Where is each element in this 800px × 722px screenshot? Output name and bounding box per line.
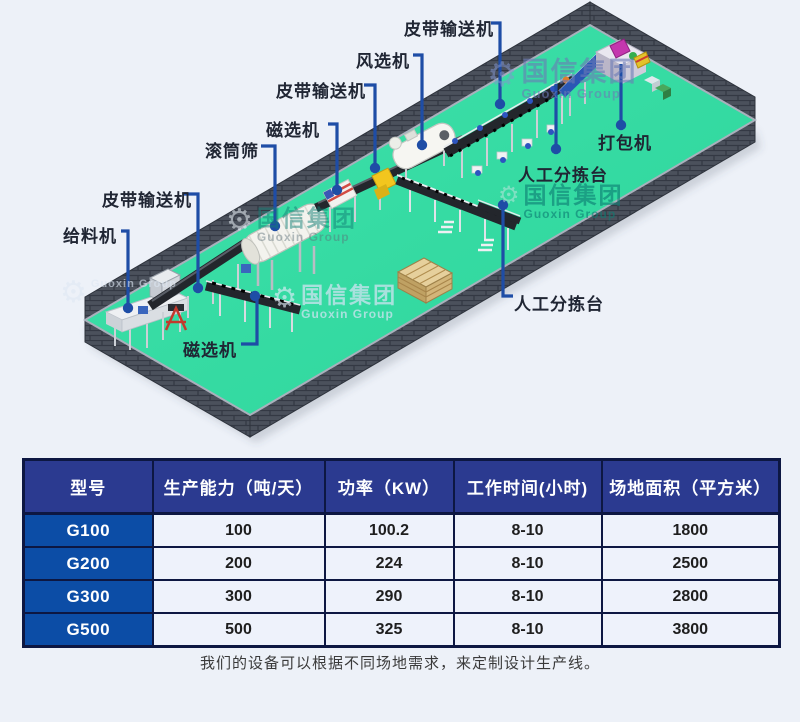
production-line-scene: ⚙ 国信集团 Guoxin Group ⚙ 国信集团 Guoxin Group …: [63, 1, 761, 443]
table-header-row: 型号 生产能力（吨/天） 功率（KW） 工作时间(小时) 场地面积（平方米）: [22, 458, 781, 515]
label-feeder: 给料机: [63, 227, 117, 246]
col-header-area: 场地面积（平方米）: [600, 458, 781, 515]
cell-model: G500: [22, 612, 154, 648]
cell-capacity: 300: [151, 579, 326, 614]
baler-machine: [558, 38, 671, 116]
table-row: G200 200 224 8-10 2500: [22, 546, 781, 581]
cell-model: G200: [22, 546, 154, 581]
col-header-power: 功率（KW）: [323, 458, 455, 515]
table-row: G100 100 100.2 8-10 1800: [22, 512, 781, 548]
production-line-illustration: [83, 1, 761, 443]
cell-hours: 8-10: [452, 512, 603, 548]
cell-capacity: 500: [151, 612, 326, 648]
label-manual-sorting-2: 人工分拣台: [514, 295, 604, 314]
label-baler: 打包机: [598, 134, 652, 153]
cell-model: G100: [22, 512, 154, 548]
label-manual-sorting-1: 人工分拣台: [518, 166, 608, 185]
cell-hours: 8-10: [452, 612, 603, 648]
cell-area: 3800: [600, 612, 781, 648]
manual-sorting-platform: [395, 174, 522, 252]
pallet-stack: [396, 257, 454, 304]
cell-area: 2800: [600, 579, 781, 614]
cell-area: 2500: [600, 546, 781, 581]
label-magnetic-separator-2: 磁选机: [183, 341, 237, 360]
table-row: G500 500 325 8-10 3800: [22, 612, 781, 648]
cell-hours: 8-10: [452, 579, 603, 614]
footer-note: 我们的设备可以根据不同场地需求，来定制设计生产线。: [199, 655, 600, 672]
col-header-capacity: 生产能力（吨/天）: [151, 458, 326, 515]
yellow-chute: [371, 167, 397, 200]
cell-capacity: 200: [151, 546, 326, 581]
facility-floor: [85, 25, 755, 415]
label-magnetic-separator-1: 磁选机: [266, 121, 320, 140]
label-drum-screen: 滚筒筛: [205, 142, 259, 161]
spec-table: 型号 生产能力（吨/天） 功率（KW） 工作时间(小时) 场地面积（平方米） G…: [22, 458, 781, 648]
table-row: G300 300 290 8-10 2800: [22, 579, 781, 614]
label-dots: [122, 98, 627, 314]
cell-area: 1800: [600, 512, 781, 548]
cell-model: G300: [22, 579, 154, 614]
col-header-hours: 工作时间(小时): [452, 458, 603, 515]
drum-screen-machine: [241, 203, 327, 290]
cell-power: 290: [323, 579, 455, 614]
label-belt-conveyor-left: 皮带输送机: [102, 191, 192, 210]
cell-power: 224: [323, 546, 455, 581]
label-belt-conveyor-mid: 皮带输送机: [276, 82, 366, 101]
label-belt-conveyor-top: 皮带输送机: [404, 20, 494, 39]
label-air-separator: 风选机: [356, 52, 410, 71]
red-support-frame: [164, 304, 188, 331]
model-spec-table: 型号 生产能力（吨/天） 功率（KW） 工作时间(小时) 场地面积（平方米） G…: [22, 458, 781, 648]
cell-power: 100.2: [323, 512, 455, 548]
cell-capacity: 100: [151, 512, 326, 548]
cell-hours: 8-10: [452, 546, 603, 581]
cell-power: 325: [323, 612, 455, 648]
manual-sorting-line: [443, 73, 577, 178]
label-connectors: [121, 21, 623, 346]
col-header-model: 型号: [22, 458, 154, 515]
